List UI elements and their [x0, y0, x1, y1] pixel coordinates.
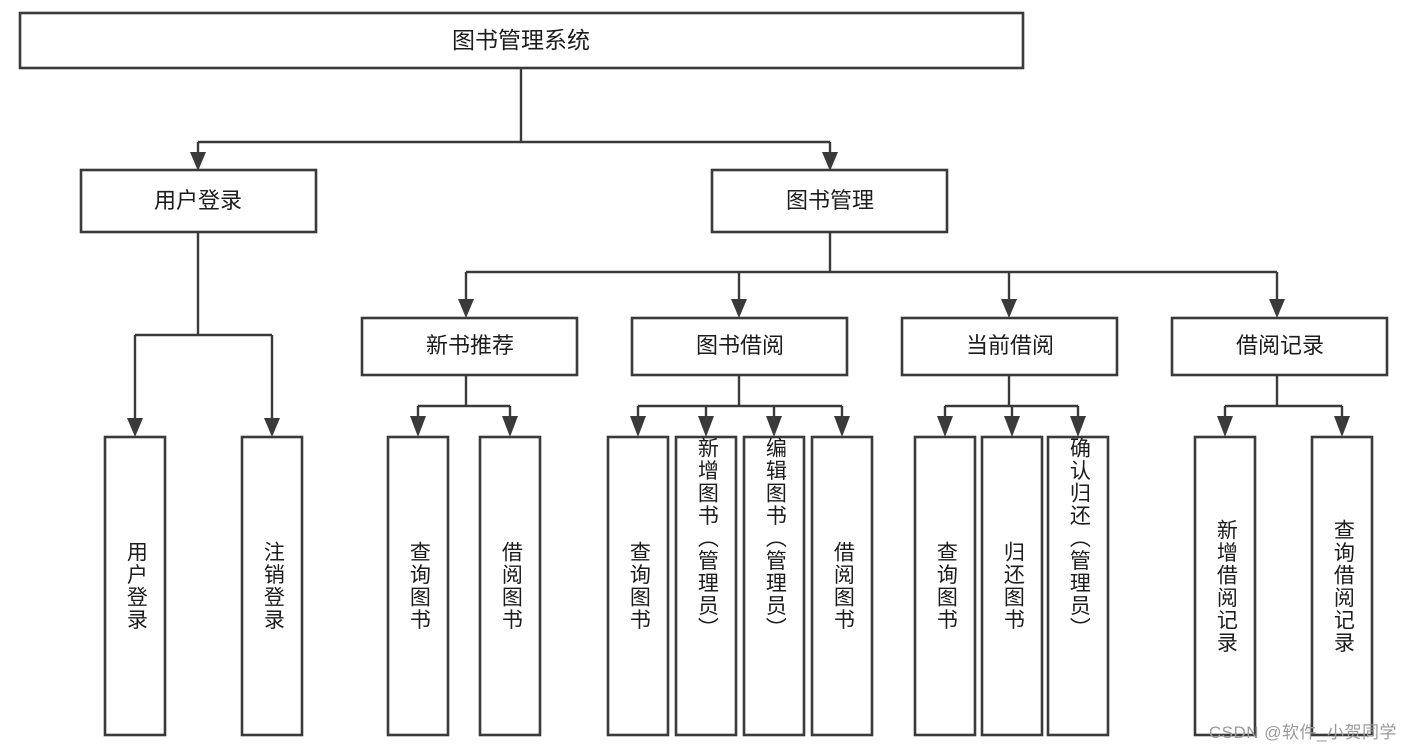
node-current-borrow-label: 当前借阅: [966, 333, 1054, 358]
leaf-box-br-query-record[interactable]: [1310, 435, 1374, 737]
arrow-head-new-book: [458, 299, 474, 318]
node-borrow-record[interactable]: 借阅记录: [1170, 316, 1389, 377]
arrow-head-user-login: [190, 152, 206, 171]
leaf-box-user-login[interactable]: [103, 435, 167, 737]
arrow-head-bb-leaf2: [698, 416, 714, 437]
connector-user-login-to-leaves: [127, 232, 280, 437]
arrow-head-cb-leaf2: [1004, 416, 1020, 437]
node-root-system[interactable]: 图书管理系统: [18, 11, 1025, 70]
node-root-system-box[interactable]: [18, 11, 1025, 70]
connector-root-to-level2: [190, 68, 838, 171]
connector-book-borrow-to-leaves: [630, 375, 850, 437]
connector-current-borrow-to-leaves: [937, 375, 1086, 437]
leaf-box-bb-add-book[interactable]: [674, 435, 738, 737]
leaf-boxes-new-book-recommend: [386, 435, 542, 737]
leaf-box-cb-query-book[interactable]: [913, 435, 977, 737]
arrow-head-book-borrow: [731, 299, 747, 318]
node-user-login[interactable]: 用户登录: [79, 168, 318, 234]
leaf-boxes-book-borrow: [606, 435, 874, 737]
node-root-system-label: 图书管理系统: [452, 27, 590, 53]
leaf-box-logout[interactable]: [240, 435, 304, 737]
leaf-box-bb-edit-book[interactable]: [742, 435, 806, 737]
node-book-manage-box[interactable]: [710, 168, 949, 234]
leaf-box-cb-confirm-return[interactable]: [1046, 435, 1110, 737]
arrow-head-borrow-record: [1269, 299, 1285, 318]
arrow-head-nb-leaf2: [502, 416, 518, 437]
arrow-head-book-manage: [822, 152, 838, 171]
node-current-borrow-box[interactable]: [900, 316, 1119, 377]
leaf-boxes-current-borrow: [913, 435, 1110, 737]
connector-new-book-to-leaves: [410, 375, 518, 437]
node-new-book-recommend-box[interactable]: [360, 316, 579, 377]
leaf-box-cb-return-book[interactable]: [980, 435, 1044, 737]
arrow-head-br-leaf2: [1334, 416, 1350, 437]
arrow-head-cb-leaf3: [1070, 416, 1086, 437]
leaf-box-bb-query-book[interactable]: [606, 435, 670, 737]
node-book-borrow[interactable]: 图书借阅: [630, 316, 849, 377]
connector-borrow-record-to-leaves: [1217, 375, 1350, 437]
arrow-head-cb-leaf1: [937, 416, 953, 437]
node-book-manage[interactable]: 图书管理: [710, 168, 949, 234]
csdn-watermark: CSDN @软件_小贺同学: [1208, 723, 1397, 742]
node-new-book-recommend-label: 新书推荐: [426, 333, 514, 358]
leaf-box-bb-borrow-book[interactable]: [810, 435, 874, 737]
leaf-box-nb-query-book[interactable]: [386, 435, 450, 737]
node-new-book-recommend[interactable]: 新书推荐: [360, 316, 579, 377]
arrow-head-br-leaf1: [1217, 416, 1233, 437]
node-book-borrow-label: 图书借阅: [696, 333, 784, 358]
node-borrow-record-box[interactable]: [1170, 316, 1389, 377]
node-current-borrow[interactable]: 当前借阅: [900, 316, 1119, 377]
node-user-login-box[interactable]: [79, 168, 318, 234]
arrow-head-bb-leaf1: [630, 416, 646, 437]
arrow-head-nb-leaf1: [410, 416, 426, 437]
node-book-manage-label: 图书管理: [786, 188, 874, 213]
arrow-head-bb-leaf4: [834, 416, 850, 437]
arrow-head-leaf-logout: [264, 418, 280, 437]
node-user-login-label: 用户登录: [154, 188, 242, 213]
connector-book-manage-to-level3: [458, 232, 1285, 318]
node-book-borrow-box[interactable]: [630, 316, 849, 377]
leaf-box-nb-borrow-book[interactable]: [478, 435, 542, 737]
arrow-head-current-borrow: [1001, 299, 1017, 318]
arrow-head-bb-leaf3: [766, 416, 782, 437]
leaf-boxes-borrow-record: [1193, 435, 1374, 737]
node-borrow-record-label: 借阅记录: [1236, 333, 1324, 358]
leaf-boxes-user-login: [103, 435, 304, 737]
leaf-box-br-add-record[interactable]: [1193, 435, 1257, 737]
arrow-head-leaf-user-login: [127, 418, 143, 437]
